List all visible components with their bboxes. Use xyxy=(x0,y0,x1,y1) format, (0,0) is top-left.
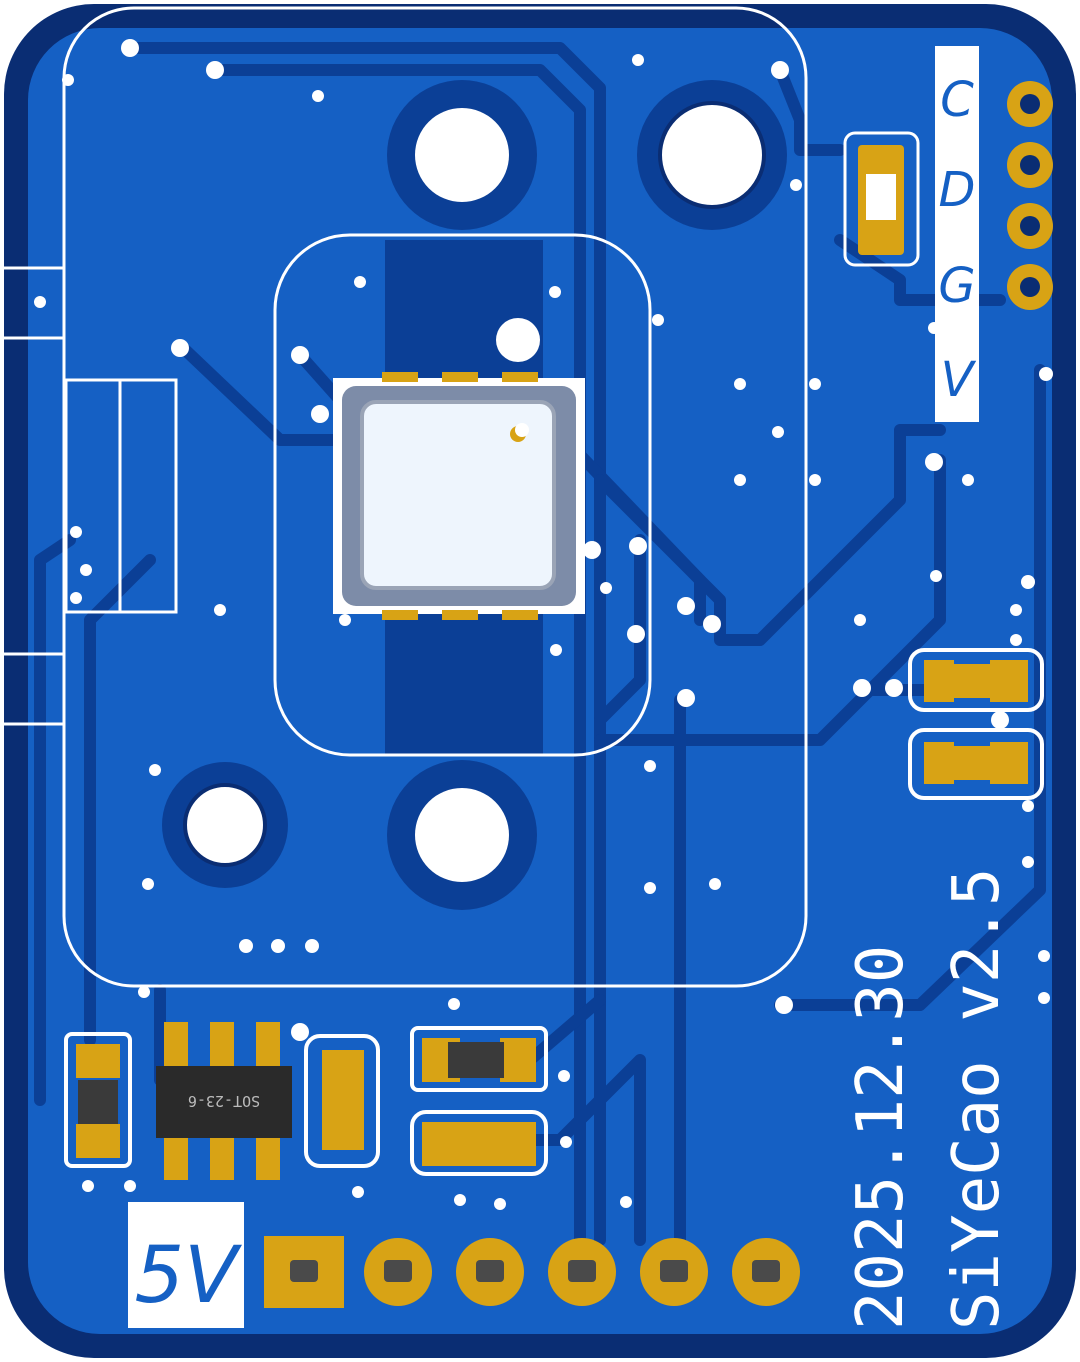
header-label-g: G xyxy=(938,258,975,314)
ic-sot23 xyxy=(156,1022,292,1180)
version-text: SiYeCao v2.5 xyxy=(940,868,1014,1330)
power-label: 5V xyxy=(135,1231,243,1321)
header-label-v: V xyxy=(941,352,977,408)
passive-components-right xyxy=(908,648,1044,800)
header-pins-right xyxy=(1007,81,1053,310)
date-text: 2025.12.30 xyxy=(844,945,918,1330)
mounting-holes xyxy=(162,80,787,910)
passive-components-bottom xyxy=(64,1026,548,1176)
sensor-chip xyxy=(333,372,585,620)
header-label-background xyxy=(935,46,979,422)
silkscreen-outlines xyxy=(4,6,920,988)
ic-label: SOT-23-6 xyxy=(188,1092,260,1110)
header-pins-bottom xyxy=(264,1236,800,1308)
header-label-c: C xyxy=(940,72,974,128)
header-label-d: D xyxy=(939,162,976,218)
power-label-background xyxy=(128,1202,244,1328)
led-component xyxy=(858,145,904,255)
